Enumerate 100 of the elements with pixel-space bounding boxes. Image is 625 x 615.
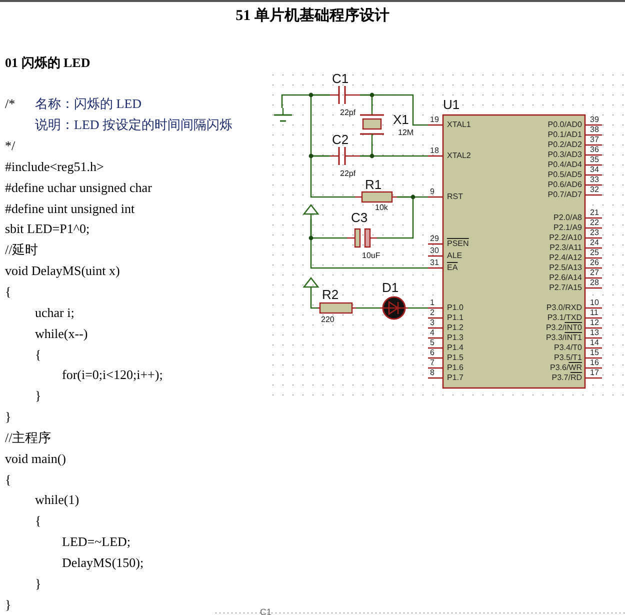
wire (310, 94, 330, 157)
pin-name: P0.5/AD5 (548, 171, 582, 179)
pin-number: 31 (430, 259, 439, 267)
pin-name: P2.7/A15 (549, 284, 582, 292)
pin-name: P3.6/WR (550, 364, 582, 372)
component-label: D1 (382, 281, 399, 294)
code-line: uchar i; (35, 306, 74, 319)
code-line: } (5, 598, 12, 611)
component-value: 22pf (340, 170, 356, 178)
code-line: for(i=0;i<120;i++); (62, 368, 163, 381)
code-line: #define uint unsigned int (5, 202, 135, 215)
wire (360, 155, 428, 157)
pin-number: 35 (590, 156, 599, 164)
pin-name: P1.6 (447, 364, 464, 372)
pin-name: XTAL1 (447, 121, 471, 129)
pin-name: P2.2/A10 (549, 234, 582, 242)
pin-number: 19 (430, 116, 439, 124)
pin-name: P0.4/AD4 (548, 161, 582, 169)
section-heading: 01 闪烁的 LED (5, 56, 90, 69)
wire (310, 219, 428, 269)
code-line: //主程序 (5, 431, 52, 444)
code-line: #define uchar unsigned char (5, 181, 152, 194)
pin-number: 29 (430, 235, 439, 243)
component-label: C3 (351, 211, 368, 224)
code-line: */ (5, 139, 16, 152)
component-label: C1 (260, 608, 272, 615)
pin-name: P1.5 (447, 354, 464, 362)
comment-line: 说明：LED 按设定的时间间隔闪烁 (35, 118, 233, 131)
pin-name: P2.3/A11 (550, 244, 582, 252)
pin-name: P3.7/RD (552, 374, 582, 382)
pin-name: P1.2 (447, 324, 464, 332)
pin-number: 36 (590, 146, 599, 154)
pin-name: P2.6/A14 (549, 274, 582, 282)
component-label: X1 (393, 113, 409, 126)
pin-number: 16 (590, 359, 599, 367)
pin-number: 7 (430, 359, 434, 367)
pin-name: P3.1/TXD (547, 314, 582, 322)
pin-name: P0.6/AD6 (548, 181, 582, 189)
pin-name: P3.3/INT1 (546, 334, 582, 342)
pin-number: 25 (590, 249, 599, 257)
pin-name: ALE (447, 252, 462, 260)
pin-number: 26 (590, 259, 599, 267)
wire (408, 307, 428, 309)
pin-number: 11 (590, 309, 598, 317)
pin-name: P3.0/RXD (546, 304, 582, 312)
wire (310, 292, 318, 309)
pin-number: 23 (590, 229, 599, 237)
pin-name: P1.0 (447, 304, 464, 312)
component-label: R2 (322, 288, 339, 301)
pin-name: P1.7 (447, 374, 464, 382)
pin-number: 1 (430, 299, 434, 307)
page-title: 51 单片机基础程序设计 (234, 9, 390, 24)
wire (360, 94, 428, 126)
component-value: 220 (321, 316, 334, 324)
pin-name: P0.0/AD0 (548, 121, 582, 129)
pin-name: P1.4 (447, 344, 464, 352)
wire (310, 155, 355, 198)
code-line: } (5, 410, 12, 423)
code-line: #include<reg51.h> (5, 160, 104, 173)
component-value: 10k (375, 204, 388, 212)
code-line: void DelayMS(uint x) (5, 264, 120, 277)
pin-name: P2.0/A8 (554, 214, 582, 222)
pin-name: P0.3/AD3 (548, 151, 582, 159)
pin-number: 39 (590, 116, 599, 124)
pin-number: 33 (590, 176, 599, 184)
pin-number: 14 (590, 339, 599, 347)
pin-number: 5 (430, 339, 434, 347)
pin-number: 37 (590, 136, 599, 144)
pin-number: 38 (590, 126, 599, 134)
pin-number: 21 (590, 209, 599, 217)
code-line: sbit LED=P1^0; (5, 222, 90, 235)
pin-name: P1.3 (447, 334, 464, 342)
pin-name: P1.1 (447, 314, 464, 322)
code-line: /* (5, 97, 16, 110)
component-value: 10uF (362, 252, 380, 260)
component-label: U1 (443, 98, 460, 111)
code-line: //延时 (5, 243, 38, 256)
component-label: C2 (332, 133, 349, 146)
pin-number: 24 (590, 239, 599, 247)
comment-line: 名称：闪烁的 LED (35, 97, 142, 110)
pin-name: P2.1/A9 (554, 224, 582, 232)
code-line: { (5, 473, 12, 486)
pin-number: 9 (430, 188, 434, 196)
wire (356, 307, 380, 309)
component-label: R1 (365, 178, 382, 191)
pin-number: 18 (430, 147, 439, 155)
code-line: while(1) (35, 493, 80, 506)
code-line: { (35, 514, 42, 527)
pin-number: 10 (590, 299, 599, 307)
pin-number: 30 (430, 247, 439, 255)
pin-number: 32 (590, 186, 599, 194)
component-value: 22pf (340, 109, 356, 117)
pin-number: 15 (590, 349, 599, 357)
pin-number: 13 (590, 329, 599, 337)
code-line: DelayMS(150); (62, 556, 144, 569)
code-line: { (5, 285, 12, 298)
wire (377, 196, 414, 239)
pin-number: 27 (590, 269, 599, 277)
code-line: while(x--) (35, 327, 88, 340)
pin-number: 22 (590, 219, 599, 227)
